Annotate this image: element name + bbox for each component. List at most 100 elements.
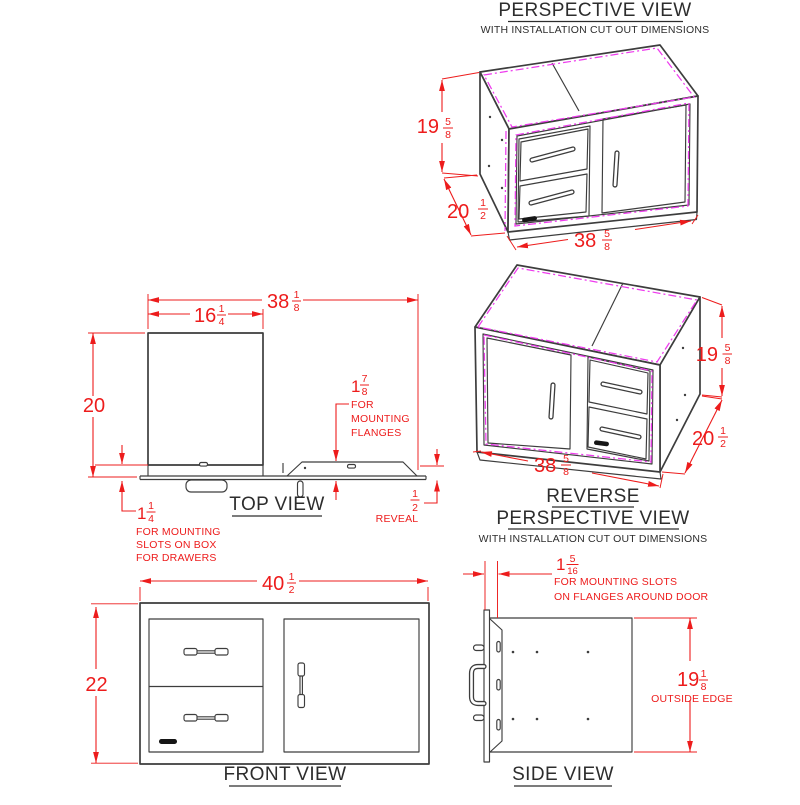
dim-reveal-den: 2 — [412, 502, 418, 514]
reverse-dim-width: 38 5 8 — [472, 450, 664, 489]
brand-logo-badge — [593, 440, 609, 447]
bezel-inner-opening — [515, 103, 691, 225]
lower-drawer-front — [587, 406, 648, 460]
flange-note-2: MOUNTING — [351, 413, 410, 425]
dim-height-num: 5 — [445, 116, 451, 128]
rivet-dot — [535, 650, 539, 654]
reverse-dim-height: 19 5 8 — [696, 297, 732, 398]
dim-slot-whole: 1 — [556, 555, 565, 574]
dim-slot-num: 5 — [570, 553, 576, 565]
dim-box-den: 4 — [219, 316, 225, 328]
dim-depth-den: 2 — [720, 438, 726, 450]
slot-note-3: FOR DRAWERS — [136, 552, 217, 564]
slot-note-2: SLOTS ON BOX — [136, 539, 217, 551]
dim-height-den: 8 — [725, 355, 731, 367]
flange-bevel — [489, 618, 503, 753]
upper-drawer-front — [519, 128, 589, 182]
door-handle — [548, 382, 556, 420]
side-dim-slot: 1 5 16 FOR MOUNTING SLOTS ON FLANGES ARO… — [463, 553, 709, 618]
top-face-seam — [591, 282, 624, 347]
dim-height-whole: 19 — [696, 344, 718, 366]
front-view-drawing — [139, 602, 430, 765]
side-dim-height: 19 1 8 OUTSIDE EDGE — [634, 617, 733, 753]
reveal-note: REVEAL — [376, 513, 419, 525]
front-panel-edge — [139, 475, 427, 481]
top-dim-box-width: 16 1 4 — [148, 303, 264, 329]
dim-box-num: 1 — [219, 303, 225, 315]
drawer-stack-panel — [148, 618, 264, 753]
dim-flange-whole: 1 — [351, 377, 360, 396]
dim-width-num: 5 — [563, 453, 569, 465]
dim-height-den: 8 — [701, 681, 707, 693]
bezel-bottom-edge — [476, 451, 662, 480]
dim-slot-num: 1 — [148, 500, 154, 512]
flange-note-1: FOR — [351, 399, 374, 411]
dim-height-whole: 19 — [417, 116, 439, 138]
front-dim-width: 40 1 2 — [139, 571, 429, 601]
side-slot-note-1: FOR MOUNTING SLOTS — [554, 576, 677, 588]
box-outline — [147, 332, 264, 466]
upper-drawer-handle — [183, 647, 229, 656]
flange-slot — [346, 463, 357, 469]
dim-height-num: 1 — [701, 668, 707, 680]
front-flange-plate — [483, 609, 491, 763]
rivet-dot — [535, 717, 539, 721]
door-handle-side — [468, 663, 487, 707]
handle-pin — [472, 714, 485, 722]
door-handle — [612, 150, 620, 188]
bezel-bottom-edge — [507, 211, 698, 241]
top-face-seam — [551, 62, 580, 112]
rivet-dot — [586, 717, 590, 721]
perspective-dim-depth: 20 1 2 — [443, 174, 506, 237]
rivet-dot — [500, 138, 504, 142]
dim-depth-whole: 20 — [83, 395, 105, 417]
upper-drawer-handle — [600, 381, 643, 395]
rivet-dot — [488, 115, 492, 119]
door-panel — [486, 337, 572, 450]
mounting-slot — [198, 461, 209, 467]
dim-depth-whole: 20 — [692, 428, 714, 450]
dim-width-whole: 38 — [574, 230, 596, 252]
front-dim-height: 22 — [85, 603, 138, 764]
rivet-dot — [487, 164, 491, 168]
brand-logo-badge — [522, 216, 537, 223]
lower-drawer-handle — [599, 426, 642, 440]
outside-edge-note: OUTSIDE EDGE — [651, 693, 733, 705]
dim-slot-whole: 1 — [137, 504, 146, 523]
brand-logo-badge — [159, 739, 177, 744]
rivet-dot — [675, 418, 679, 422]
door-handle — [297, 662, 306, 709]
dim-height-whole: 22 — [85, 674, 107, 696]
side-slot-note-2: ON FLANGES AROUND DOOR — [554, 591, 709, 603]
side-view-drawing — [468, 609, 633, 763]
rivet-dot — [511, 717, 515, 721]
slot-note-1: FOR MOUNTING — [136, 526, 221, 538]
cutout-outline-front — [514, 102, 690, 227]
reverse-dim-depth: 20 1 2 — [661, 395, 728, 475]
dim-width-whole: 40 — [262, 573, 284, 595]
upper-drawer-front — [588, 359, 649, 415]
flange-slot — [496, 678, 501, 691]
dim-depth-num: 1 — [720, 425, 726, 437]
dim-width-num: 5 — [604, 228, 610, 240]
reverse-perspective-view: 19 5 8 20 1 2 38 5 8 REVERSE PERSPECTIVE… — [472, 264, 732, 545]
top-view-drawing — [139, 332, 427, 498]
upper-drawer-handle — [529, 146, 576, 163]
dim-box-whole: 16 — [194, 305, 216, 327]
dim-height-den: 8 — [445, 129, 451, 141]
flange-slot — [496, 718, 501, 731]
mounting-flange-profile — [286, 461, 418, 477]
dim-overall-whole: 38 — [267, 291, 289, 313]
rivet-dot — [511, 650, 515, 654]
side-view: 1 5 16 FOR MOUNTING SLOTS ON FLANGES ARO… — [463, 553, 733, 787]
lower-drawer-handle — [528, 189, 575, 206]
side-view-title: SIDE VIEW — [512, 764, 614, 785]
perspective-subtitle: WITH INSTALLATION CUT OUT DIMENSIONS — [481, 24, 710, 36]
door-handle-top — [296, 480, 304, 498]
bezel-inner-opening — [482, 333, 654, 465]
front-view-title: FRONT VIEW — [224, 764, 347, 785]
dim-flange-den: 8 — [362, 386, 368, 398]
top-dim-mount-slot: 1 1 4 FOR MOUNTING SLOTS ON BOX FOR DRAW… — [95, 445, 221, 564]
